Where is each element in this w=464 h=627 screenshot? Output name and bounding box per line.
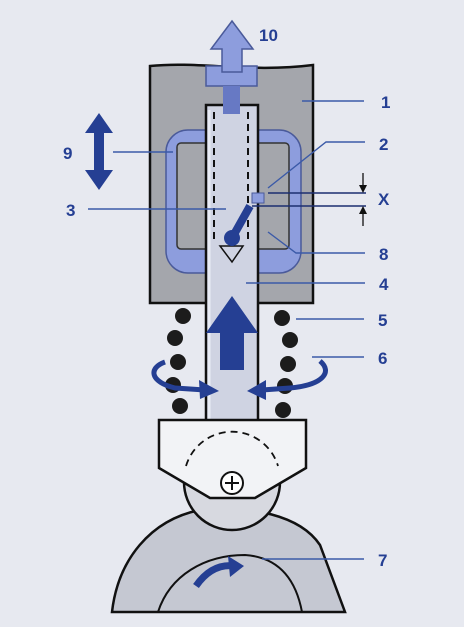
spill-port [224,192,265,246]
label-10: 10 [259,26,278,45]
double-arrow-vertical-icon [85,113,113,190]
outlet-neck [223,86,240,114]
label-7: 7 [378,551,387,570]
callout-lines [88,100,366,560]
roller-hidden-outline [185,430,279,467]
label-8: 8 [379,245,388,264]
label-6: 6 [378,349,387,368]
outlet-arrow-up-icon [209,19,255,73]
label-2: 2 [379,135,388,154]
rotation-arrows-icon [151,359,328,400]
cam-rotation-arrowhead [228,556,244,577]
label-4: 4 [379,275,389,294]
cam-inner-arc [157,553,303,613]
label-1: 1 [381,93,390,112]
x-dimension-marker [359,173,367,226]
label-3: 3 [66,201,75,220]
label-9: 9 [63,144,72,163]
axle-crosshair-icon [220,471,244,495]
label-x: X [378,190,390,209]
center-up-arrow-icon [206,296,258,370]
roller-holder [157,418,308,500]
label-5: 5 [378,311,387,330]
callout-labels: 10 1 2 9 X 3 8 4 5 6 7 [63,26,390,570]
inner-bore [213,112,249,264]
